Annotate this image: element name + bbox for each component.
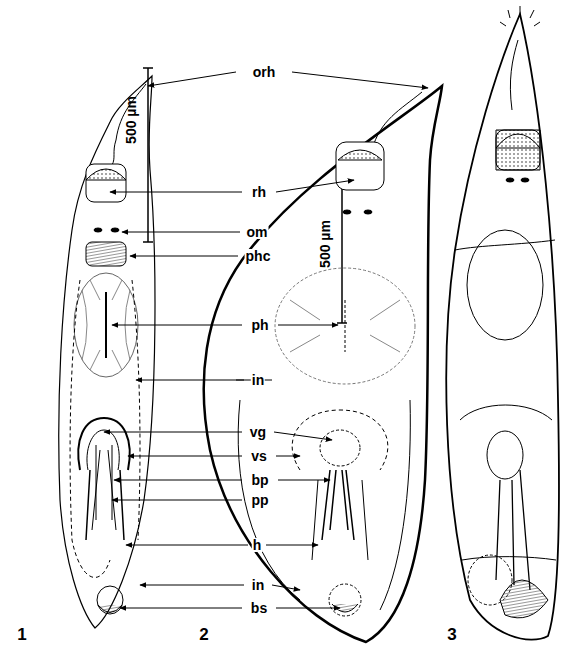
part-label: ph — [250, 318, 269, 332]
part-label: vs — [250, 449, 268, 463]
part-label: vg — [249, 425, 267, 439]
worm-3 — [446, 6, 559, 640]
scale-label: 500 µm — [318, 220, 332, 268]
part-label: orh — [252, 65, 277, 79]
scale-label: 500 µm — [124, 96, 138, 144]
part-label: pp — [250, 493, 269, 507]
part-label: h — [252, 538, 263, 552]
figure-number: 2 — [199, 626, 208, 643]
leader-line — [236, 72, 428, 608]
part-label: bp — [250, 473, 269, 487]
figure-number: 1 — [17, 626, 26, 643]
part-label: om — [246, 225, 269, 239]
part-label: bs — [250, 601, 268, 615]
part-label: phc — [245, 249, 272, 263]
scale-bar — [143, 68, 347, 323]
part-label: in — [251, 373, 265, 387]
part-label: rh — [251, 185, 267, 199]
part-label: in — [251, 578, 265, 592]
figure-number: 3 — [447, 626, 456, 643]
leader-line — [104, 72, 248, 608]
worm-2 — [204, 86, 442, 642]
